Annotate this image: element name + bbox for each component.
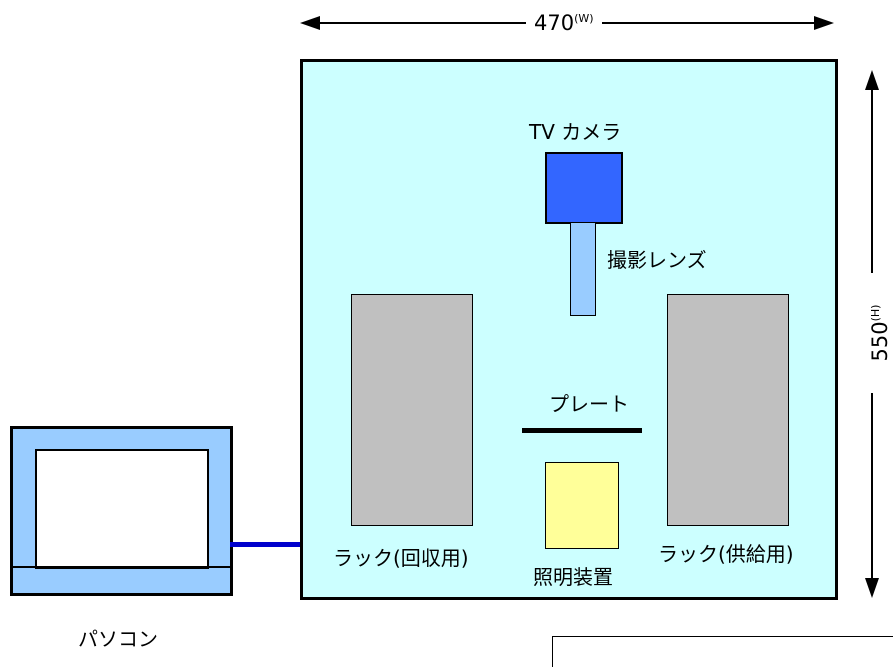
lens-block [570,222,596,316]
pc-label: パソコン [78,627,158,651]
plate-bar [522,428,642,433]
width-unit: (W) [574,12,594,25]
rack-collect-block [351,294,473,526]
camera-label: TV カメラ [529,120,622,144]
width-arrow-right [814,16,834,30]
lighting-label: 照明装置 [533,565,613,589]
rack-collect-label: ラック(回収用) [333,546,469,570]
width-dimension-label: 470(W) [526,10,602,36]
lighting-block [545,462,619,549]
height-arrow-down [865,578,879,598]
pc-base-divider [10,566,230,568]
pc-screen [35,449,209,569]
rack-supply-label: ラック(供給用) [658,542,794,566]
tv-camera-block [545,152,623,224]
width-value: 470 [534,11,575,35]
height-value: 550 [868,321,892,362]
bottom-right-frame [552,636,893,667]
height-arrow-up [865,70,879,90]
rack-supply-block [667,294,789,526]
width-arrow-left [300,16,320,30]
lens-label: 撮影レンズ [607,248,707,272]
plate-label: プレート [549,392,629,416]
height-unit: (H) [869,304,882,322]
height-dimension-label: 550(H) [867,273,893,393]
pc-cable [230,542,300,547]
